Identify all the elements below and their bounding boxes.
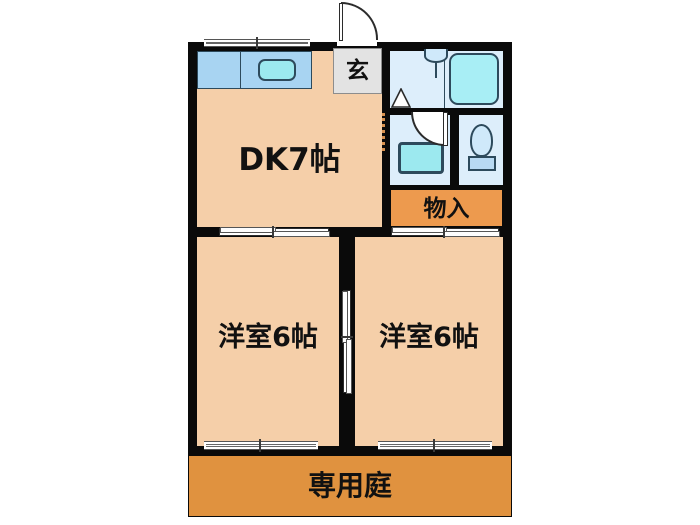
area-genkan — [333, 48, 382, 94]
window-left-bedroom-bottom[interactable] — [204, 441, 318, 450]
room-label-genkan: 玄 — [346, 58, 369, 84]
door-storage-right-mullion — [443, 226, 445, 238]
bathroom-partition-line — [444, 51, 445, 108]
bathtub — [449, 53, 499, 105]
room-label-dk: DK7帖 — [238, 142, 341, 178]
room-label-storage: 物入 — [423, 196, 470, 222]
room-western-right — [355, 237, 503, 446]
toilet-tank — [468, 156, 496, 171]
toilet-bowl — [470, 124, 493, 157]
room-label-garden: 専用庭 — [307, 469, 392, 502]
room-western-left — [197, 237, 339, 446]
washroom-door-panel[interactable] — [443, 112, 448, 146]
bath-faucet-stem — [435, 62, 437, 78]
washing-machine-pan — [398, 142, 444, 174]
room-label-western-left: 洋室6帖 — [218, 322, 318, 353]
entrance-door-panel[interactable] — [339, 3, 343, 41]
counter-divider — [240, 51, 241, 89]
bath-corner-mark — [391, 88, 411, 108]
door-storage-to-right-bedroom[interactable] — [391, 227, 500, 237]
window-right-bedroom-mullion — [433, 439, 435, 452]
entrance-door-opening[interactable] — [337, 38, 377, 46]
kitchen-sink — [258, 59, 296, 81]
door-between-bedrooms-mullion — [341, 336, 353, 338]
dk-washroom-partition — [382, 113, 385, 151]
room-label-western-right: 洋室6帖 — [379, 322, 479, 353]
door-between-bedrooms[interactable] — [342, 290, 352, 394]
window-right-bedroom-bottom[interactable] — [378, 441, 492, 450]
room-storage — [390, 189, 503, 227]
window-left-bedroom-mullion — [259, 439, 261, 452]
door-dk-to-left-bedroom[interactable] — [219, 227, 330, 237]
door-dk-left-mullion — [272, 226, 274, 238]
window-kitchen-top-mullion — [256, 37, 258, 49]
entrance-door-swing-arc — [341, 2, 378, 40]
bath-basin — [424, 49, 448, 63]
